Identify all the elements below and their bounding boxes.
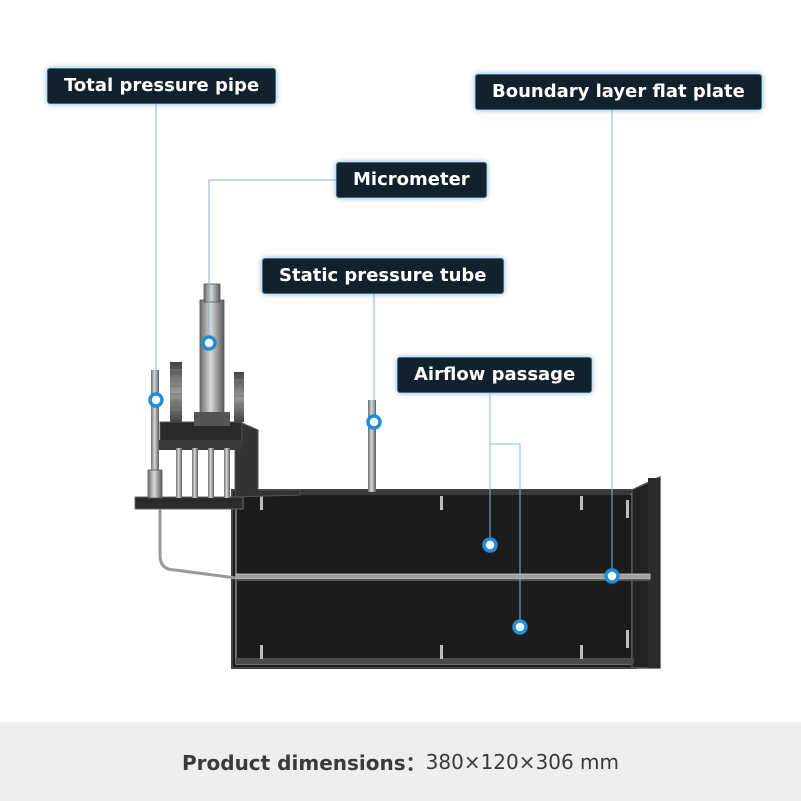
- airflow-passage-box: [231, 475, 661, 669]
- dimensions-label: Product dimensions：: [181, 751, 426, 775]
- leader-airflow-2: [490, 443, 521, 627]
- label-airflow-passage: Airflow passage: [398, 358, 592, 392]
- label-total-pressure-pipe: Total pressure pipe: [48, 69, 276, 103]
- marker-total-pressure: [148, 392, 164, 408]
- mounting-bracket: [134, 419, 301, 510]
- micrometer-body: [170, 283, 244, 426]
- product-dimensions-footer: Product dimensions： 380×120×306 mm: [0, 722, 801, 801]
- marker-boundary: [604, 568, 620, 584]
- label-static-pressure-tube: Static pressure tube: [263, 259, 503, 293]
- static-pressure-tube: [368, 400, 376, 492]
- boundary-layer-plate: [235, 573, 651, 581]
- marker-micrometer: [201, 335, 217, 351]
- leader-lines: [155, 86, 613, 627]
- marker-airflow-lower: [512, 619, 528, 635]
- label-boundary-layer-flat-plate: Boundary layer flat plate: [476, 75, 761, 109]
- total-pressure-pipe: [147, 370, 237, 580]
- marker-airflow-upper: [482, 537, 498, 553]
- marker-dots: [148, 335, 620, 635]
- marker-static: [366, 414, 382, 430]
- dimensions-value: 380×120×306 mm: [425, 749, 619, 774]
- leader-micrometer: [208, 179, 337, 343]
- label-micrometer: Micrometer: [337, 163, 486, 197]
